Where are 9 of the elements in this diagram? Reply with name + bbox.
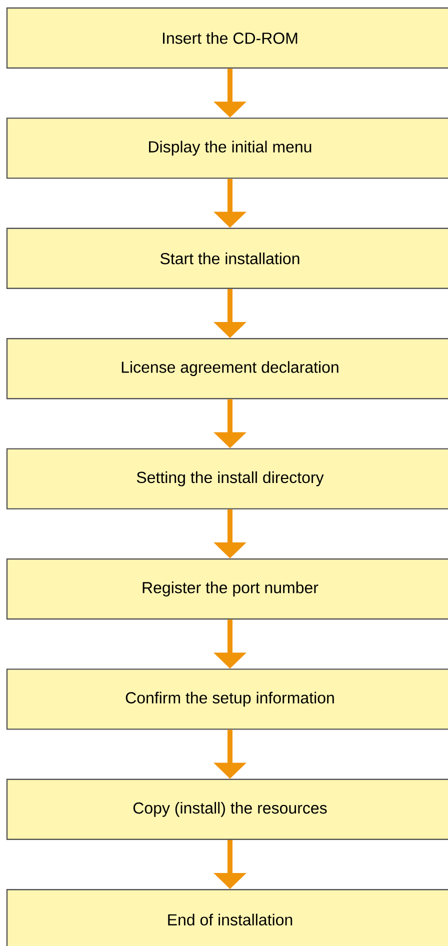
process-box: End of installation: [6, 889, 448, 946]
process-box: Insert the CD-ROM: [6, 7, 448, 69]
process-box: Setting the install directory: [6, 448, 448, 510]
process-box: Start the installation: [6, 228, 448, 290]
process-box: Copy (install) the resources: [6, 778, 448, 840]
process-box: Register the port number: [6, 558, 448, 620]
process-box: Confirm the setup information: [6, 668, 448, 730]
process-box: License agreement declaration: [6, 338, 448, 400]
process-box: Display the initial menu: [6, 118, 448, 179]
